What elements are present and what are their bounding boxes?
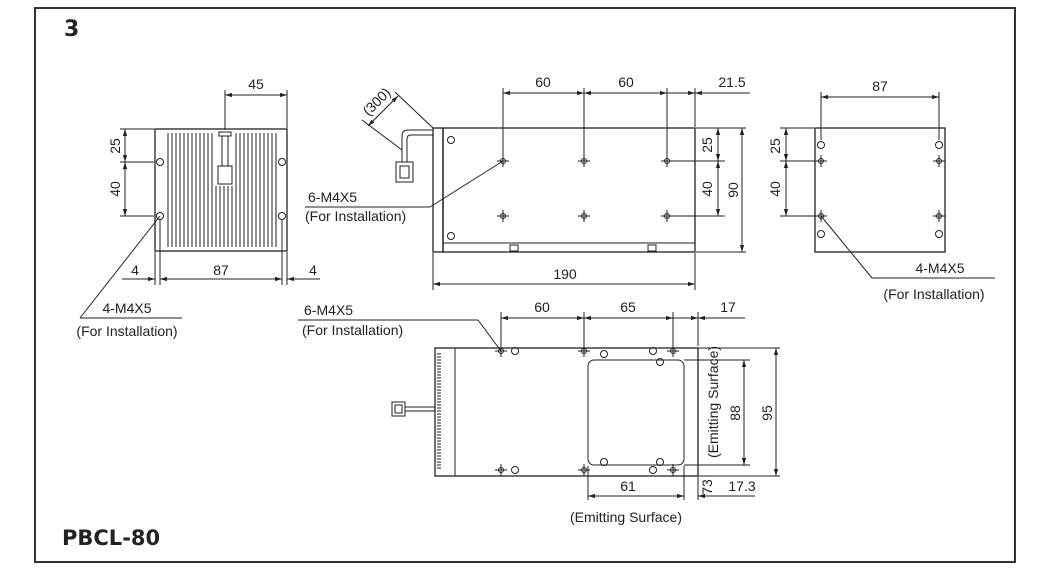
dim-60b-label: 60 bbox=[618, 74, 634, 90]
figure-number: 3 bbox=[64, 17, 80, 42]
front-body-outline bbox=[442, 127, 696, 253]
front-hole-grid bbox=[497, 155, 673, 222]
dim-73-label: 73 bbox=[699, 479, 715, 495]
right-side-view: 87 25 40 4-M4X5 (For Installation) bbox=[767, 78, 995, 302]
cable-connector-icon bbox=[395, 161, 414, 183]
dim-4-right-label: 4 bbox=[309, 262, 317, 278]
mount-hole bbox=[278, 158, 286, 166]
top-hole-note-sub: (For Installation) bbox=[302, 322, 403, 338]
dim-88-label: 88 bbox=[727, 405, 743, 421]
dim-95-label: 95 bbox=[759, 405, 775, 421]
left-hole-note-sub: (For Installation) bbox=[76, 323, 177, 339]
top-connector-icon bbox=[391, 401, 406, 417]
right-hole-note-sub: (For Installation) bbox=[883, 286, 984, 302]
dim-front-25-label: 25 bbox=[699, 137, 715, 153]
dim-top-17-label: 17 bbox=[720, 299, 736, 315]
heatsink-edge-ticks bbox=[437, 353, 441, 469]
emit-surface-label-horizontal: (Emitting Surface) bbox=[570, 509, 682, 525]
top-view: 60 65 17 6-M4X5 (For Installation) 88 95… bbox=[298, 299, 780, 525]
dim-190-label: 190 bbox=[553, 266, 577, 282]
mount-hole bbox=[278, 212, 286, 220]
front-hole-note-sub: (For Installation) bbox=[305, 208, 406, 224]
model-name: PBCL-80 bbox=[62, 526, 161, 550]
dim-90-label: 90 bbox=[725, 182, 741, 198]
emit-surface-label-vertical: (Emitting Surface) bbox=[705, 346, 721, 458]
left-body-outline bbox=[154, 128, 288, 252]
mount-hole bbox=[156, 212, 164, 220]
dim-21-5-label: 21.5 bbox=[718, 74, 745, 90]
connector-icon bbox=[217, 165, 233, 185]
left-side-view: 45 25 40 4 87 4 4-M4X5 (For Installation… bbox=[76, 76, 320, 339]
cable-plug bbox=[221, 135, 229, 167]
dim-right-40-label: 40 bbox=[767, 181, 783, 197]
dim-4-left-label: 4 bbox=[131, 262, 139, 278]
dim-61-label: 61 bbox=[620, 478, 636, 494]
mount-hole bbox=[156, 158, 164, 166]
top-body-outline bbox=[434, 347, 699, 477]
dim-60a-label: 60 bbox=[535, 74, 551, 90]
front-view: (300) 60 60 21.5 25 40 90 190 bbox=[305, 74, 750, 290]
top-hole-note: 6-M4X5 bbox=[304, 302, 353, 318]
dim-front-40-label: 40 bbox=[699, 181, 715, 197]
dim-25-label: 25 bbox=[107, 138, 123, 154]
left-hole-note: 4-M4X5 bbox=[102, 300, 151, 316]
dim-45-label: 45 bbox=[248, 76, 264, 92]
dim-87-label: 87 bbox=[213, 262, 229, 278]
dim-300-label: (300) bbox=[359, 84, 393, 118]
emitting-surface bbox=[587, 359, 685, 466]
dim-right-25-label: 25 bbox=[767, 138, 783, 154]
dim-top-65-label: 65 bbox=[620, 299, 636, 315]
dim-17-3-label: 17.3 bbox=[728, 478, 755, 494]
right-body-outline bbox=[814, 127, 946, 253]
dim-40-label: 40 bbox=[107, 181, 123, 197]
right-hole-note: 4-M4X5 bbox=[915, 260, 964, 276]
heatsink-fins bbox=[167, 133, 277, 247]
dim-right-87-label: 87 bbox=[872, 78, 888, 94]
dim-top-60-label: 60 bbox=[534, 299, 550, 315]
front-hole-note: 6-M4X5 bbox=[308, 189, 357, 205]
